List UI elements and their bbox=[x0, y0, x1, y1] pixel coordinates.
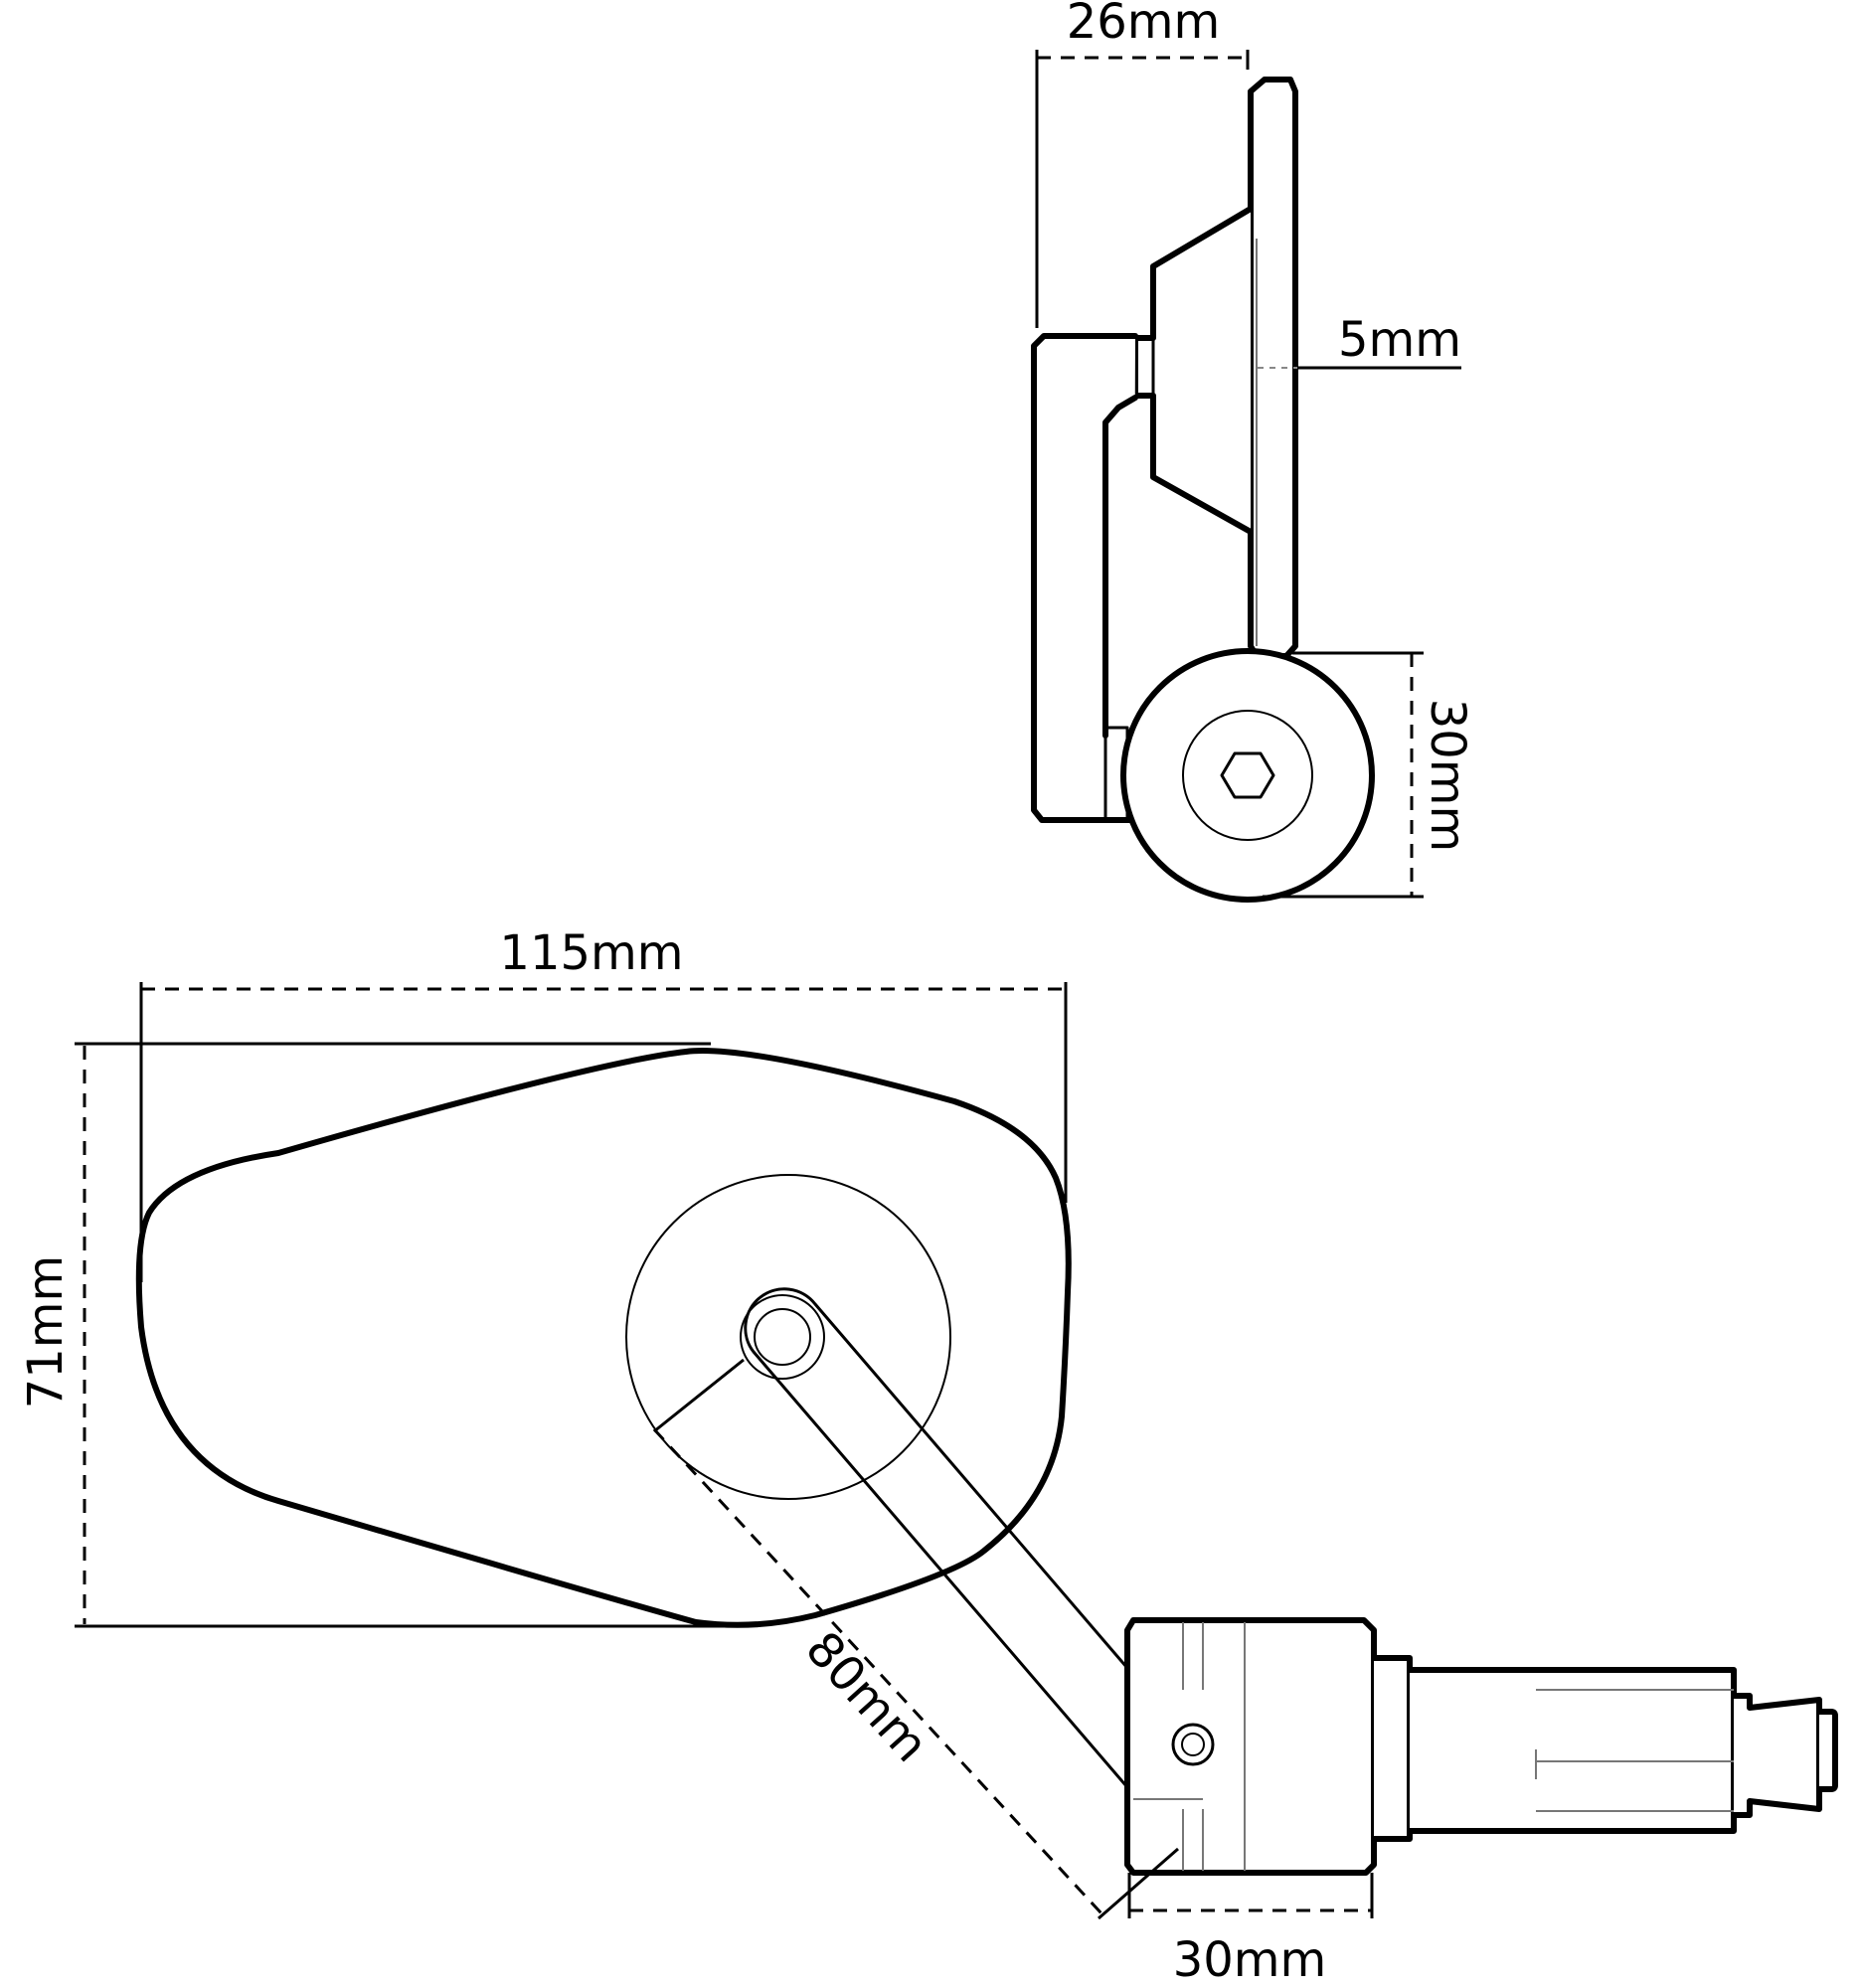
side-bolt-ring bbox=[1182, 710, 1313, 841]
dim-clamp-width-front: 30mm bbox=[1173, 1932, 1327, 1988]
dim-side-width: 26mm bbox=[1067, 0, 1221, 50]
bar-end-insert bbox=[1407, 1667, 1737, 1834]
bar-end-collar bbox=[1371, 1655, 1413, 1842]
side-view bbox=[1031, 77, 1375, 903]
expander-tip bbox=[1816, 1709, 1838, 1792]
side-bar-end-circle bbox=[1120, 648, 1375, 903]
dim-arm-length: 80mm bbox=[794, 1621, 938, 1772]
dim-clamp-height-side: 30mm bbox=[1420, 699, 1475, 853]
arm-pivot-inner bbox=[754, 1308, 811, 1366]
dim-mirror-height: 71mm bbox=[18, 1255, 74, 1409]
dim-plate-thickness: 5mm bbox=[1338, 312, 1461, 368]
side-view-dimensions: 26mm 5mm 30mm bbox=[1035, 0, 1475, 899]
front-view bbox=[135, 1048, 1838, 1876]
clamp-block bbox=[1124, 1617, 1377, 1876]
clamp-bolt-inner bbox=[1181, 1733, 1205, 1756]
mirror-body bbox=[135, 1048, 1072, 1628]
dim-mirror-width: 115mm bbox=[499, 925, 683, 981]
hex-bolt-icon bbox=[1220, 751, 1275, 799]
mirror-centre-disc bbox=[625, 1174, 951, 1500]
expander-cone bbox=[1731, 1693, 1822, 1818]
side-mount-boss bbox=[1133, 336, 1155, 398]
clamp-bolt-outer bbox=[1171, 1723, 1215, 1766]
arm-pivot-outer bbox=[740, 1294, 825, 1380]
side-clamp-body bbox=[1031, 333, 1138, 823]
